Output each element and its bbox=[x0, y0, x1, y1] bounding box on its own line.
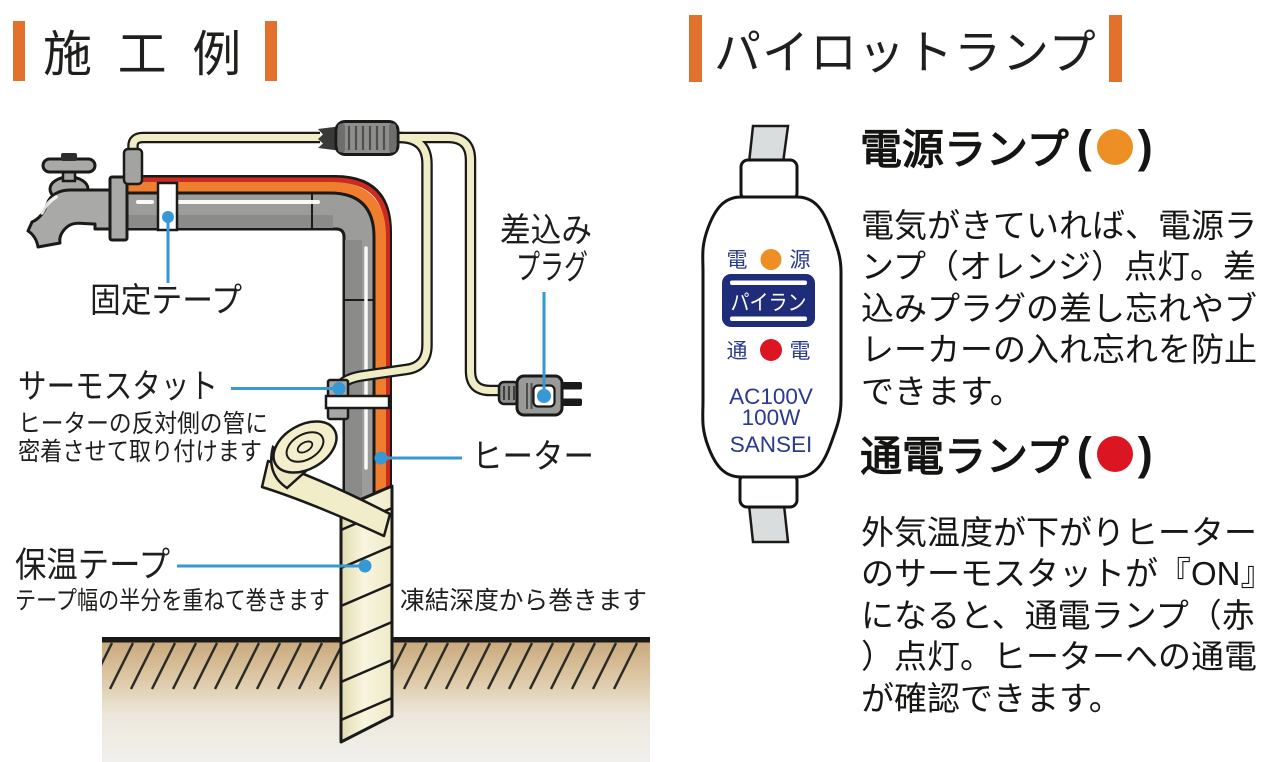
power-lamp-heading-text: 電源ランプ bbox=[860, 126, 1069, 173]
left-title-text: 施 工 例 bbox=[43, 28, 248, 82]
energize-label-left: 通 bbox=[727, 340, 748, 363]
faucet-highlight bbox=[40, 195, 58, 215]
insulation-callout-dot bbox=[358, 559, 372, 573]
name-plate-text: パイラン bbox=[731, 291, 807, 315]
cord-connector bbox=[318, 120, 400, 156]
title-accent-bar bbox=[689, 15, 702, 82]
insulation-roll bbox=[260, 420, 392, 538]
right-title-text: パイロットランプ bbox=[714, 26, 1097, 79]
heater-outline bbox=[127, 175, 392, 540]
device-voltage: AC100V bbox=[729, 384, 813, 409]
installation-diagram: 固定テープ サーモスタット ヒーターの反対側の管に 密着させて取り付けます 保温… bbox=[15, 120, 650, 762]
pipe-shading-horizontal bbox=[113, 215, 333, 228]
wrap-body bbox=[339, 484, 394, 744]
faucet-body-spout bbox=[26, 188, 114, 249]
name-plate-top-line bbox=[730, 280, 807, 285]
pilot-lamp-device: 電 源 パイラン 通 電 AC100V 100W SANSEI bbox=[701, 124, 843, 544]
paren-close: ) bbox=[1137, 427, 1153, 479]
plug-label-line2: プラグ bbox=[516, 249, 588, 287]
water-pipe-assembly bbox=[111, 175, 392, 540]
device-name-plate bbox=[722, 274, 815, 327]
device-bottom-cable bbox=[747, 503, 790, 544]
power-label-right: 源 bbox=[790, 249, 811, 272]
annotation-dots bbox=[162, 211, 551, 573]
insulation-tape-note: テープ幅の半分を重ねて巻きます bbox=[15, 587, 330, 615]
right-section-title: パイロットランプ bbox=[689, 14, 1122, 83]
paren-close: ) bbox=[1137, 120, 1153, 172]
roll-spiral bbox=[285, 431, 325, 463]
fixing-tape-callout-dot bbox=[162, 211, 174, 223]
device-top-neck bbox=[739, 158, 799, 202]
device-power-lamp-dot bbox=[760, 249, 782, 270]
thermostat-callout-dot bbox=[332, 382, 346, 395]
power-cord bbox=[127, 120, 501, 397]
annotation-lines bbox=[166, 216, 546, 568]
power-lamp-description: 電気がきていれば、電源ランプ（オレンジ）点灯。差込みプラグの差し忘れやブレーカー… bbox=[861, 207, 1257, 410]
energize-lamp-heading: 通電ランプ() bbox=[860, 423, 1153, 484]
device-top-cable bbox=[747, 124, 790, 165]
device-energize-lamp-dot bbox=[760, 339, 782, 361]
title-accent-bar bbox=[1108, 15, 1122, 82]
heater-callout-dot bbox=[374, 451, 388, 465]
plug-label-line1: 差込み bbox=[500, 212, 592, 250]
plug-prong bbox=[562, 382, 582, 390]
thermostat-note-line1: ヒーターの反対側の管に bbox=[18, 410, 268, 438]
energize-lamp-description: 外気温度が下がりヒーターのサーモスタットが『ON』になると、通電ランプ（赤）点灯… bbox=[861, 514, 1257, 717]
device-body bbox=[701, 195, 843, 479]
thermostat-band bbox=[324, 394, 391, 410]
faucet-handle-cap bbox=[61, 153, 77, 161]
plug-prong bbox=[562, 398, 582, 406]
insulation-tape-label: 保温テープ bbox=[15, 546, 170, 585]
name-plate-bottom-line bbox=[730, 316, 807, 321]
heater-red-stripe bbox=[127, 177, 390, 540]
power-lamp-heading: 電源ランプ() bbox=[860, 116, 1153, 177]
roll-spiral-center bbox=[296, 440, 314, 454]
pipe-highlight bbox=[136, 200, 368, 470]
device-brand: SANSEI bbox=[730, 432, 813, 457]
left-section-title: 施 工 例 bbox=[13, 15, 278, 86]
plug-callout-dot bbox=[537, 389, 551, 403]
thermostat-label: サーモスタット bbox=[18, 368, 218, 406]
paren-open: ( bbox=[1076, 427, 1092, 479]
freeze-depth-note: 凍結深度から巻きます bbox=[400, 587, 647, 615]
heater-end-cap bbox=[122, 147, 144, 186]
paren-open: ( bbox=[1076, 120, 1092, 172]
title-accent-bar bbox=[265, 20, 278, 81]
thermostat-note-line2: 密着させて取り付けます bbox=[18, 438, 262, 466]
soil-hatching bbox=[102, 642, 639, 690]
heater-label: ヒーター bbox=[472, 438, 594, 476]
energize-lamp-heading-text: 通電ランプ bbox=[860, 433, 1069, 480]
fixing-tape-label: 固定テープ bbox=[90, 282, 242, 320]
energize-lamp-icon bbox=[1096, 435, 1133, 472]
heater-cable bbox=[127, 182, 386, 540]
title-accent-bar bbox=[13, 20, 25, 81]
power-label-left: 電 bbox=[727, 249, 748, 272]
device-bottom-neck bbox=[738, 472, 799, 509]
pipe-flange bbox=[108, 175, 129, 242]
energize-label-right: 電 bbox=[790, 340, 811, 363]
faucet bbox=[26, 147, 144, 249]
diagram-labels: 固定テープ サーモスタット ヒーターの反対側の管に 密着させて取り付けます 保温… bbox=[15, 212, 647, 615]
power-lamp-icon bbox=[1096, 128, 1133, 165]
device-wattage: 100W bbox=[742, 405, 802, 430]
